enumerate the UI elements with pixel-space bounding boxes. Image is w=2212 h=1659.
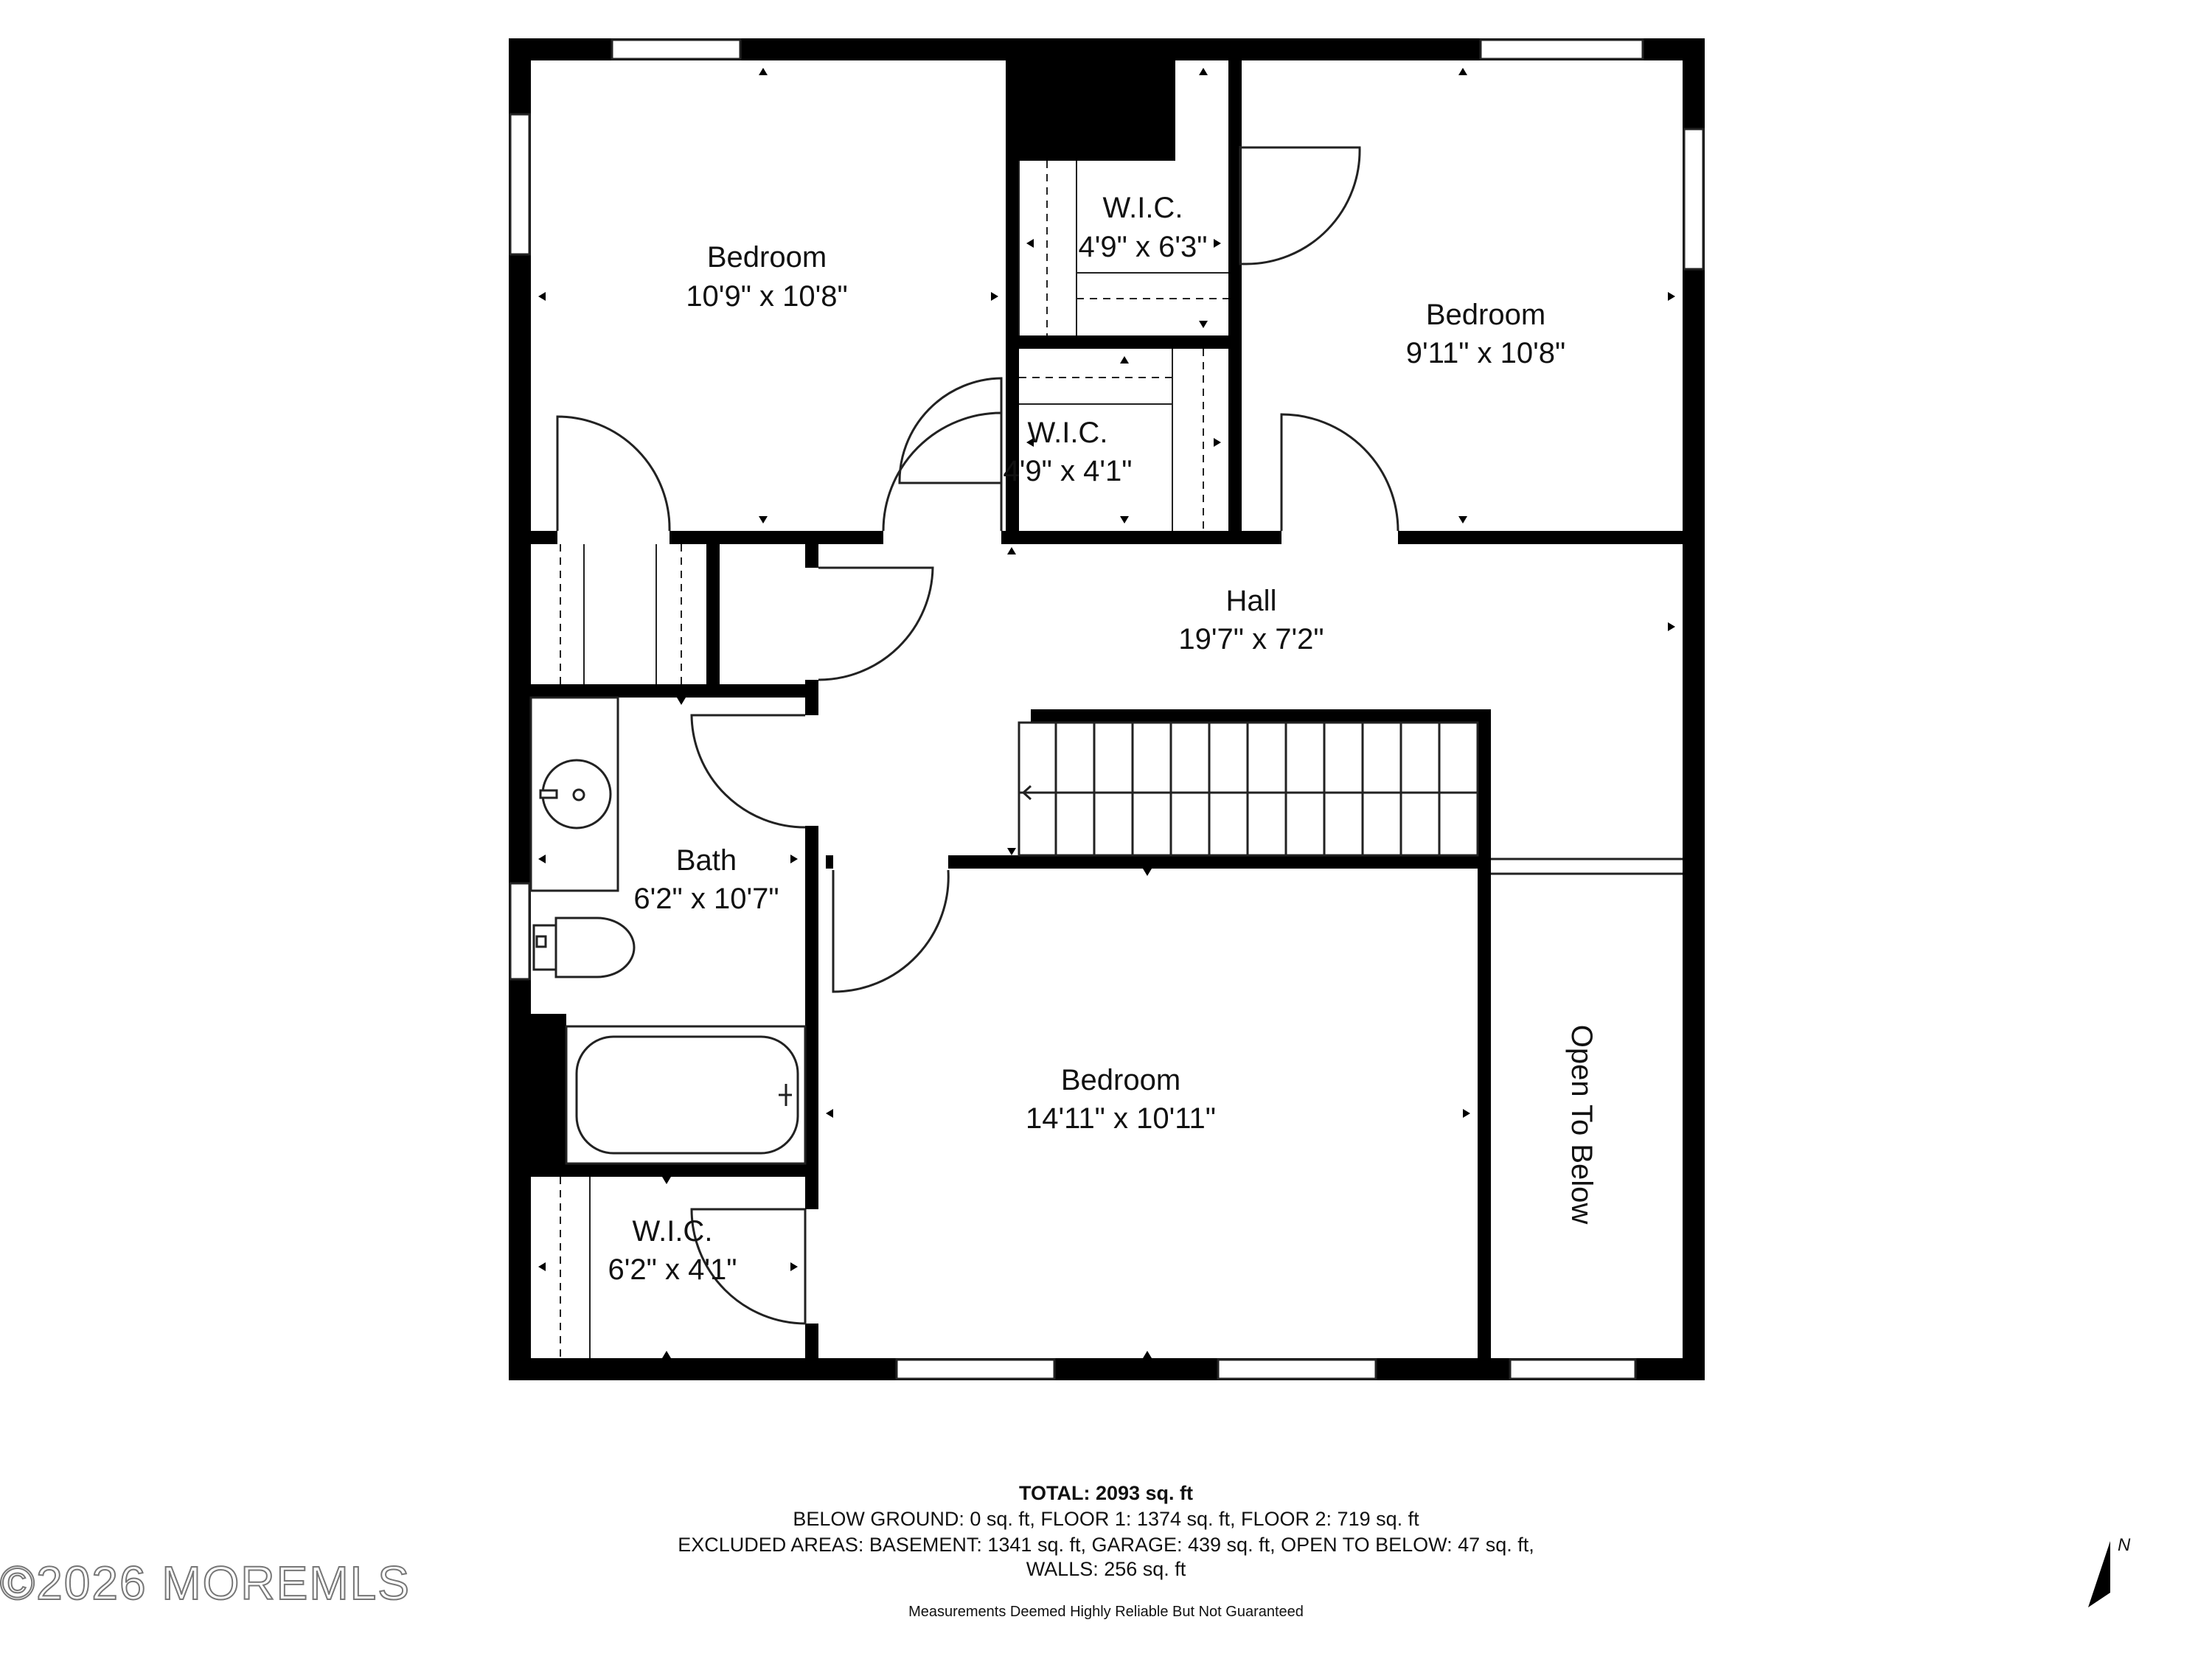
closet-shelves bbox=[560, 161, 1228, 1358]
staircase bbox=[1018, 721, 1479, 857]
door-swing bbox=[690, 1208, 807, 1325]
window bbox=[1479, 38, 1644, 60]
windows bbox=[509, 38, 1705, 1380]
watermark: ©2026 MOREMLS bbox=[0, 1556, 411, 1610]
window bbox=[895, 1358, 1056, 1380]
drain-icon bbox=[572, 788, 585, 801]
excluded-areas: EXCLUDED AREAS: BASEMENT: 1341 sq. ft, G… bbox=[678, 1534, 1534, 1556]
north-label: N bbox=[2118, 1535, 2131, 1555]
room-dim-wic-middle: 4'9" x 4'1" bbox=[1004, 455, 1133, 487]
total-area: TOTAL: 2093 sq. ft bbox=[1018, 1482, 1194, 1504]
wall-north-rooms-south bbox=[531, 531, 1683, 544]
window bbox=[509, 113, 531, 256]
room-dim-bedroom-ne: 9'11" x 10'8" bbox=[1406, 337, 1565, 369]
window bbox=[1683, 128, 1705, 271]
faucet-icon bbox=[539, 789, 558, 799]
door-swing bbox=[818, 566, 934, 681]
room-name-bedroom-ne: Bedroom bbox=[1426, 299, 1545, 331]
door-gap bbox=[883, 529, 1001, 546]
room-dim-bedroom-main: 14'11" x 10'11" bbox=[1026, 1102, 1216, 1135]
door-swing bbox=[1280, 413, 1399, 532]
wall-stair-north bbox=[1031, 709, 1491, 723]
chimney bbox=[1006, 60, 1175, 161]
room-name-bedroom-nw: Bedroom bbox=[707, 241, 827, 274]
wall-bedroom-ne-west bbox=[1228, 60, 1242, 544]
door-gap bbox=[1281, 529, 1398, 546]
room-name-hall: Hall bbox=[1226, 585, 1277, 617]
bath-fixtures bbox=[529, 696, 807, 1165]
door-swing bbox=[898, 377, 1003, 484]
room-name-wic-upper: W.I.C. bbox=[1103, 192, 1183, 224]
door-gap bbox=[557, 529, 669, 546]
wall-wic-divider bbox=[1006, 335, 1242, 349]
room-dim-wic-upper: 4'9" x 6'3" bbox=[1079, 231, 1208, 263]
bath-solid-block bbox=[531, 1014, 566, 1164]
tub-faucet-icon bbox=[779, 1084, 792, 1106]
door-swing bbox=[1239, 146, 1361, 265]
door-swing bbox=[690, 714, 806, 829]
wall-bedroom-nw-east bbox=[1006, 60, 1019, 544]
tub-basin-icon bbox=[575, 1035, 799, 1155]
door-gap bbox=[833, 854, 948, 870]
wall-outer-west bbox=[509, 38, 531, 1380]
toilet-handle-icon bbox=[535, 935, 547, 948]
toilet-icon bbox=[554, 917, 636, 978]
room-name-wic-lower: W.I.C. bbox=[633, 1215, 713, 1248]
walls-area: WALLS: 256 sq. ft bbox=[1026, 1558, 1186, 1580]
window bbox=[1217, 1358, 1377, 1380]
open-to-below-rail bbox=[1491, 858, 1683, 875]
wall-bath-north bbox=[531, 684, 818, 698]
door-gap bbox=[804, 1209, 820, 1324]
north-arrow-icon bbox=[2088, 1541, 2110, 1607]
wall-stair-east bbox=[1478, 709, 1491, 1380]
room-name-bedroom-main: Bedroom bbox=[1061, 1064, 1180, 1096]
dimension-markers bbox=[538, 68, 1675, 1358]
doors bbox=[556, 146, 1399, 1325]
room-dim-bath: 6'2" x 10'7" bbox=[633, 883, 779, 915]
disclaimer: Measurements Deemed Highly Reliable But … bbox=[908, 1604, 1304, 1620]
door-swing bbox=[556, 415, 671, 532]
window bbox=[1509, 1358, 1637, 1380]
wall-bedroom-main-north bbox=[826, 855, 1491, 869]
room-dim-wic-lower: 6'2" x 4'1" bbox=[608, 1253, 737, 1286]
floor-areas: BELOW GROUND: 0 sq. ft, FLOOR 1: 1374 sq… bbox=[793, 1508, 1419, 1530]
window bbox=[509, 882, 531, 981]
room-name-wic-middle: W.I.C. bbox=[1028, 417, 1108, 449]
room-dim-hall: 19'7" x 7'2" bbox=[1178, 623, 1324, 655]
door-gap bbox=[804, 568, 820, 680]
wall-bath-south bbox=[531, 1164, 818, 1177]
stair-arrow bbox=[1021, 785, 1034, 801]
room-name-bath: Bath bbox=[676, 844, 737, 877]
door-swing bbox=[832, 869, 950, 993]
room-labels: Bedroom 10'9" x 10'8" W.I.C. 4'9" x 6'3"… bbox=[608, 192, 1598, 1286]
door-swing bbox=[882, 411, 1003, 532]
wall-closet-a bbox=[706, 544, 720, 684]
wall-outer-south bbox=[509, 1358, 1705, 1380]
room-dim-bedroom-nw: 10'9" x 10'8" bbox=[686, 280, 847, 313]
room-name-open-to-below: Open To Below bbox=[1565, 1025, 1598, 1225]
door-gap bbox=[804, 715, 820, 826]
window bbox=[611, 38, 742, 60]
